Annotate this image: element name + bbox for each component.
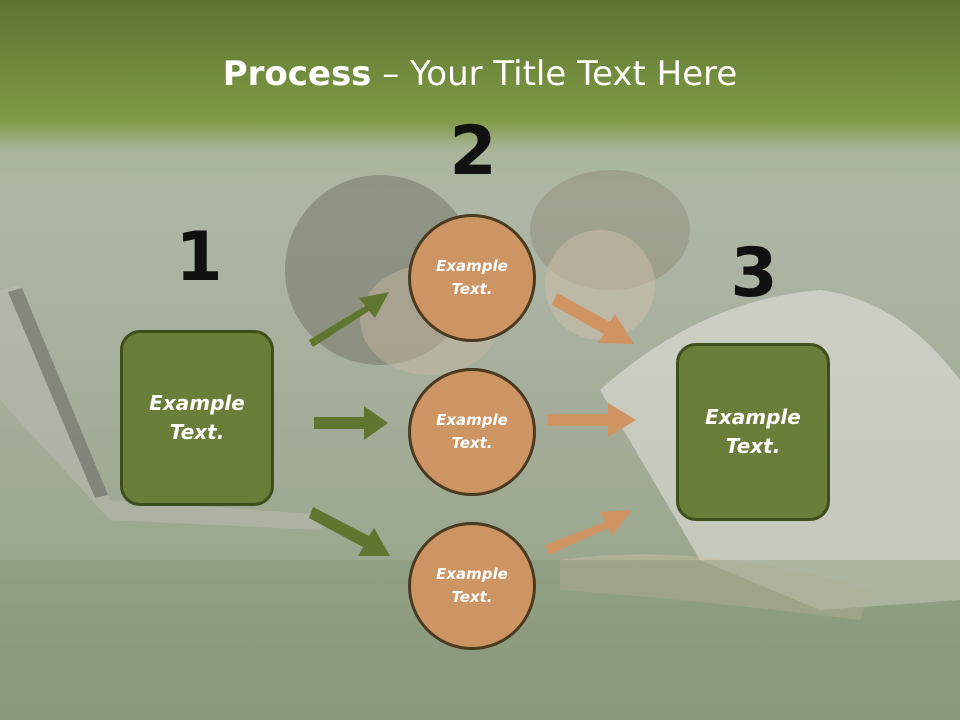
title-bold: Process bbox=[222, 54, 372, 94]
step-3-box: Example Text. bbox=[676, 343, 830, 521]
tan-arrows bbox=[545, 293, 636, 555]
step-1-box: Example Text. bbox=[120, 330, 274, 506]
step-number-2: 2 bbox=[449, 112, 497, 191]
step-number-1: 1 bbox=[175, 218, 223, 297]
circle-middle-text: Example Text. bbox=[436, 411, 508, 452]
step-3-box-text: Example Text. bbox=[705, 405, 801, 458]
step-1-box-text: Example Text. bbox=[149, 391, 245, 444]
step-number-3: 3 bbox=[730, 234, 778, 313]
circle-top-text: Example Text. bbox=[436, 257, 508, 298]
slide-title: Process – Your Title Text Here bbox=[0, 52, 960, 96]
arrow-tan-up bbox=[545, 510, 632, 555]
arrow-green-middle bbox=[314, 406, 388, 440]
step-2-circle-bottom: Example Text. bbox=[408, 522, 536, 650]
step-2-circle-top: Example Text. bbox=[408, 214, 536, 342]
title-rest: – Your Title Text Here bbox=[371, 54, 738, 94]
arrow-green-down bbox=[309, 507, 390, 556]
arrow-tan-middle bbox=[548, 403, 636, 437]
green-arrows bbox=[309, 292, 390, 556]
circle-bottom-text: Example Text. bbox=[436, 565, 508, 606]
arrow-tan-down bbox=[552, 293, 634, 344]
arrow-green-up bbox=[309, 292, 389, 347]
step-2-circle-middle: Example Text. bbox=[408, 368, 536, 496]
